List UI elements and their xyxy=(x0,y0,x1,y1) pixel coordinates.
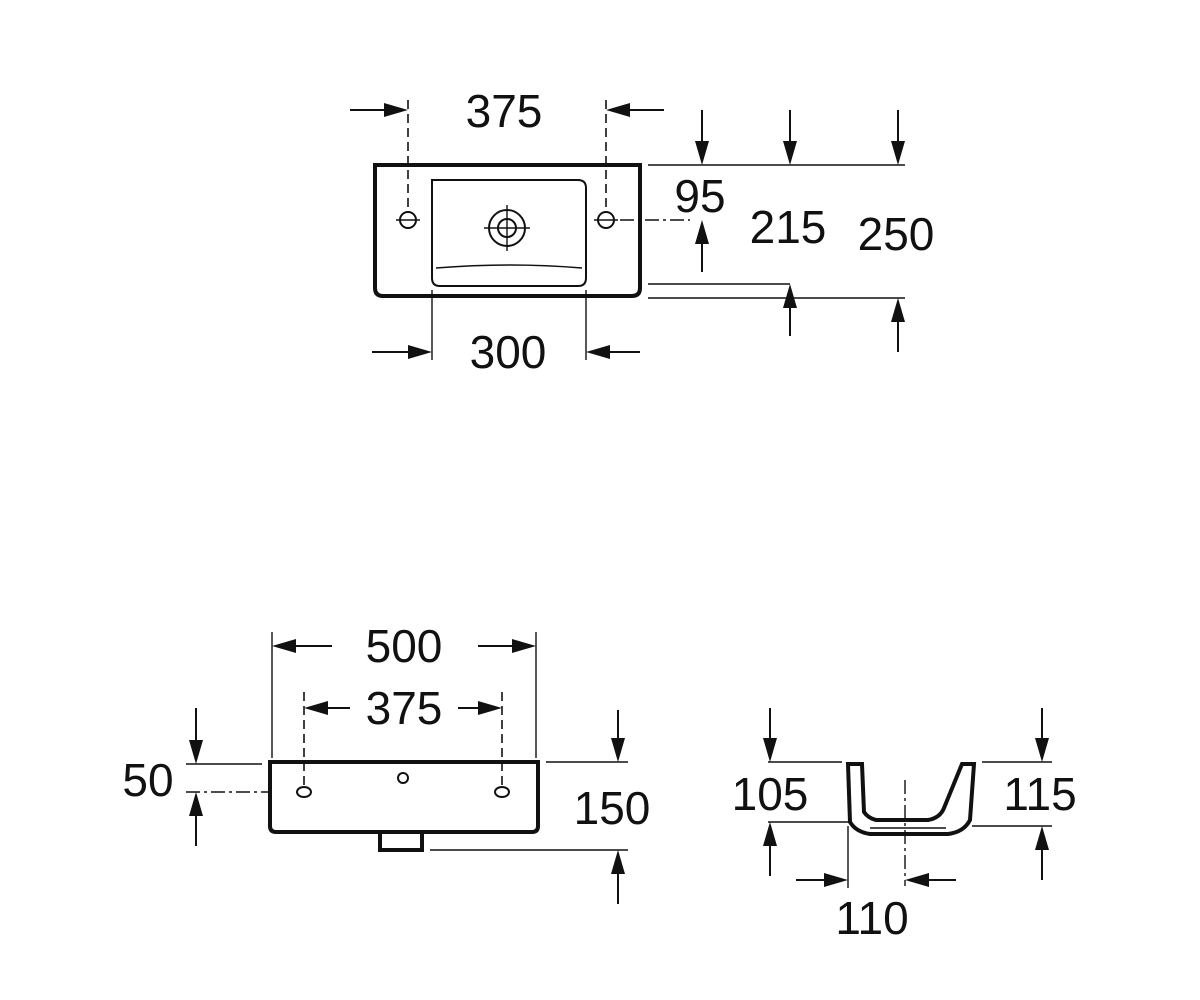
tap-hole-icon xyxy=(397,772,409,784)
dim-overall-width: 500 xyxy=(366,620,443,672)
dim-front-height: 105 xyxy=(732,768,809,820)
left-tap-hole-icon xyxy=(396,211,420,229)
dim-top-tap-spacing: 375 xyxy=(466,85,543,137)
dim-bowl-depth: 215 xyxy=(750,201,827,253)
dim-waste-offset: 110 xyxy=(835,892,908,944)
waste-outlet xyxy=(378,832,424,852)
dim-fixing-spacing: 375 xyxy=(366,682,443,734)
dim-back-height: 115 xyxy=(1003,768,1076,820)
dim-overall-height: 150 xyxy=(574,782,651,834)
dim-drain-offset: 95 xyxy=(674,170,725,222)
top-view: 375 300 95 215 250 xyxy=(350,85,934,378)
basin-profile-side xyxy=(845,762,977,836)
drain-icon xyxy=(484,205,530,251)
bowl-outline xyxy=(431,179,587,287)
side-view: 105 115 110 xyxy=(732,708,1077,944)
dim-bowl-width: 300 xyxy=(470,326,547,378)
right-tap-hole-icon xyxy=(594,211,618,229)
dim-overall-depth: 250 xyxy=(858,208,935,260)
basin-outline-front xyxy=(268,760,540,834)
front-view: 500 375 50 150 xyxy=(122,620,650,904)
bowl-inner-edge xyxy=(435,264,583,269)
right-fixing-hole-icon xyxy=(494,786,510,798)
basin-outline-top xyxy=(373,163,642,298)
left-fixing-hole-icon xyxy=(296,786,312,798)
dim-fixing-height: 50 xyxy=(122,754,173,806)
